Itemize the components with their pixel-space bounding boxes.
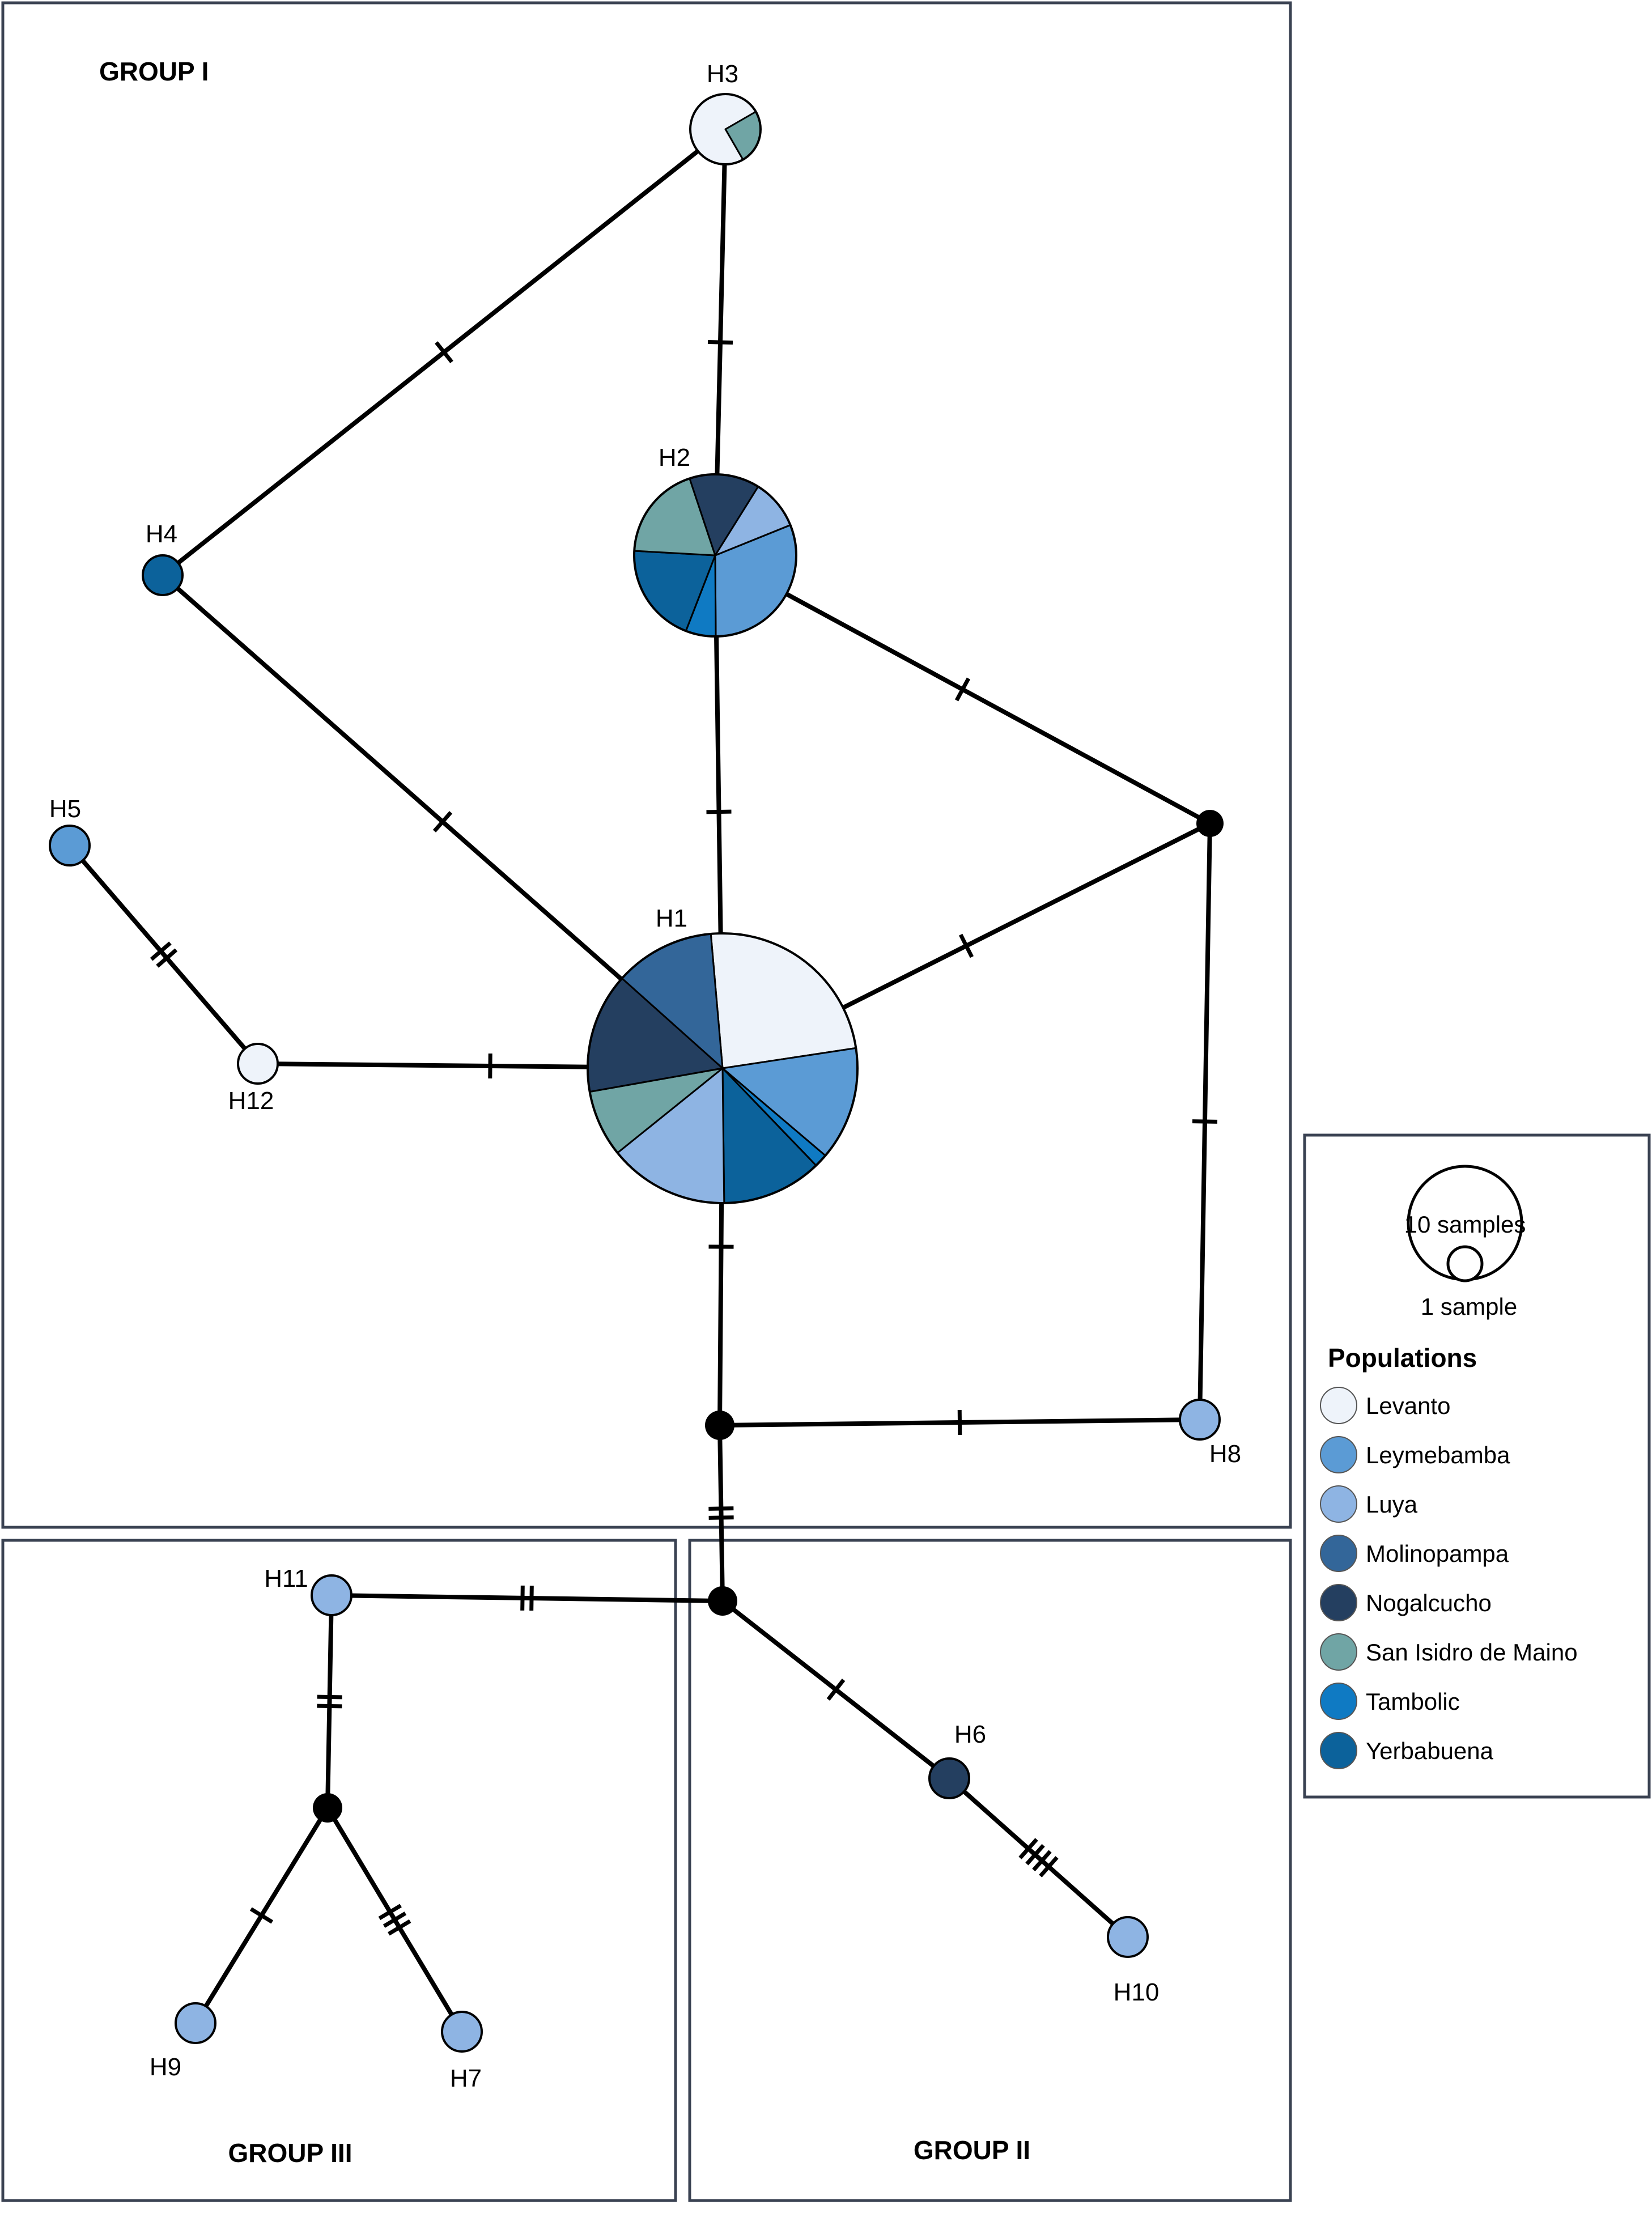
legend-item-levanto: Levanto	[1320, 1387, 1450, 1424]
pie-slice-luya	[1108, 1917, 1148, 1957]
legend-swatch	[1320, 1437, 1357, 1473]
legend-swatch	[1320, 1634, 1357, 1670]
legend-item-leymebamba: Leymebamba	[1320, 1437, 1510, 1473]
pie-slice-levanto	[238, 1044, 278, 1084]
haplotype-node-h3	[690, 94, 761, 164]
haplotype-label-h12: H12	[228, 1087, 274, 1115]
legend-swatch	[1320, 1535, 1357, 1571]
group-i-box	[3, 3, 1290, 1527]
haplotype-node-h12	[238, 1044, 278, 1084]
group-ii-title: GROUP II	[914, 2135, 1030, 2165]
edge-median-center-median-junction	[720, 1425, 723, 1601]
haplotype-node-h2	[634, 474, 796, 636]
legend-item-molinopampa: Molinopampa	[1320, 1535, 1509, 1571]
median-vertex-east	[1196, 810, 1224, 837]
legend-item-tambolic: Tambolic	[1320, 1683, 1460, 1719]
haplotype-node-h4	[143, 555, 182, 595]
haplotype-label-h5: H5	[49, 795, 81, 823]
median-vertex-junction	[708, 1586, 737, 1616]
haplotype-node-h5	[50, 826, 90, 865]
haplotype-label-h10: H10	[1114, 1978, 1160, 2006]
mutation-tick	[251, 1909, 273, 1922]
legend-items: LevantoLeymebambaLuyaMolinopampaNogalcuc…	[1320, 1387, 1578, 1769]
legend-swatch	[1320, 1387, 1357, 1424]
haplotype-node-h7	[442, 2012, 482, 2051]
haplotype-node-h11	[312, 1575, 351, 1615]
legend-label: Nogalcucho	[1366, 1590, 1492, 1616]
pie-slice-luya	[176, 2003, 215, 2043]
legend-swatch	[1320, 1683, 1357, 1719]
pie-slice-leymebamba	[50, 826, 90, 865]
legend-size-large-label: 10 samples	[1404, 1211, 1526, 1238]
haplotype-label-h8: H8	[1209, 1440, 1241, 1468]
haplotype-node-h8	[1180, 1400, 1220, 1439]
edge-h11-median-lower	[328, 1595, 332, 1808]
median-vertex-center	[705, 1411, 734, 1440]
haplotype-node-h6	[929, 1758, 969, 1798]
legend-label: Molinopampa	[1366, 1540, 1509, 1567]
median-vertex-lower	[313, 1793, 342, 1823]
haplotype-label-h11: H11	[264, 1565, 308, 1592]
legend-label: San Isidro de Maino	[1366, 1639, 1578, 1666]
legend-swatch	[1320, 1732, 1357, 1769]
haplotype-label-h1: H1	[656, 904, 687, 932]
legend-label: Yerbabuena	[1366, 1738, 1494, 1764]
legend-item-luya: Luya	[1320, 1486, 1418, 1522]
legend-label: Levanto	[1366, 1392, 1450, 1419]
edge-median-junction-h11	[332, 1595, 723, 1601]
haplotype-nodes	[50, 94, 1220, 2051]
pie-slice-levanto	[711, 933, 856, 1068]
pie-slice-yerbabuena	[143, 555, 182, 595]
haplotype-label-h6: H6	[954, 1721, 986, 1748]
legend-swatch	[1320, 1585, 1357, 1621]
haplotype-node-h1	[588, 933, 857, 1203]
haplotype-label-h2: H2	[659, 444, 690, 472]
pie-slice-nogalcucho	[929, 1758, 969, 1798]
group-iii-box	[3, 1540, 676, 2201]
legend-item-yerbabuena: Yerbabuena	[1320, 1732, 1494, 1769]
haplotype-label-h4: H4	[146, 520, 177, 548]
haplotype-node-h9	[176, 2003, 215, 2043]
legend-label: Tambolic	[1366, 1688, 1460, 1715]
legend-label: Leymebamba	[1366, 1442, 1510, 1468]
edge-h6-h10	[949, 1778, 1128, 1937]
mutation-tick	[959, 1410, 960, 1435]
legend-title: Populations	[1328, 1343, 1477, 1373]
legend-label: Luya	[1366, 1491, 1418, 1518]
edge-h5-h12	[70, 846, 258, 1064]
haplotype-label-h7: H7	[450, 2065, 482, 2092]
haplotype-label-h3: H3	[707, 60, 738, 88]
legend-size-circle-small	[1448, 1247, 1482, 1281]
group-ii-box	[690, 1540, 1290, 2201]
group-iii-title: GROUP III	[228, 2138, 353, 2168]
legend-size-small-label: 1 sample	[1421, 1293, 1517, 1320]
group-i-title: GROUP I	[99, 57, 209, 86]
legend-item-san-isidro-de-maino: San Isidro de Maino	[1320, 1634, 1578, 1670]
haplotype-node-h10	[1108, 1917, 1148, 1957]
haplotype-label-h9: H9	[150, 2053, 181, 2081]
pie-slice-luya	[442, 2012, 482, 2051]
pie-slice-luya	[312, 1575, 351, 1615]
legend-swatch	[1320, 1486, 1357, 1522]
legend-item-nogalcucho: Nogalcucho	[1320, 1585, 1492, 1621]
legend: 10 samples 1 sample Populations LevantoL…	[1305, 1135, 1649, 1797]
pie-slice-luya	[1180, 1400, 1220, 1439]
